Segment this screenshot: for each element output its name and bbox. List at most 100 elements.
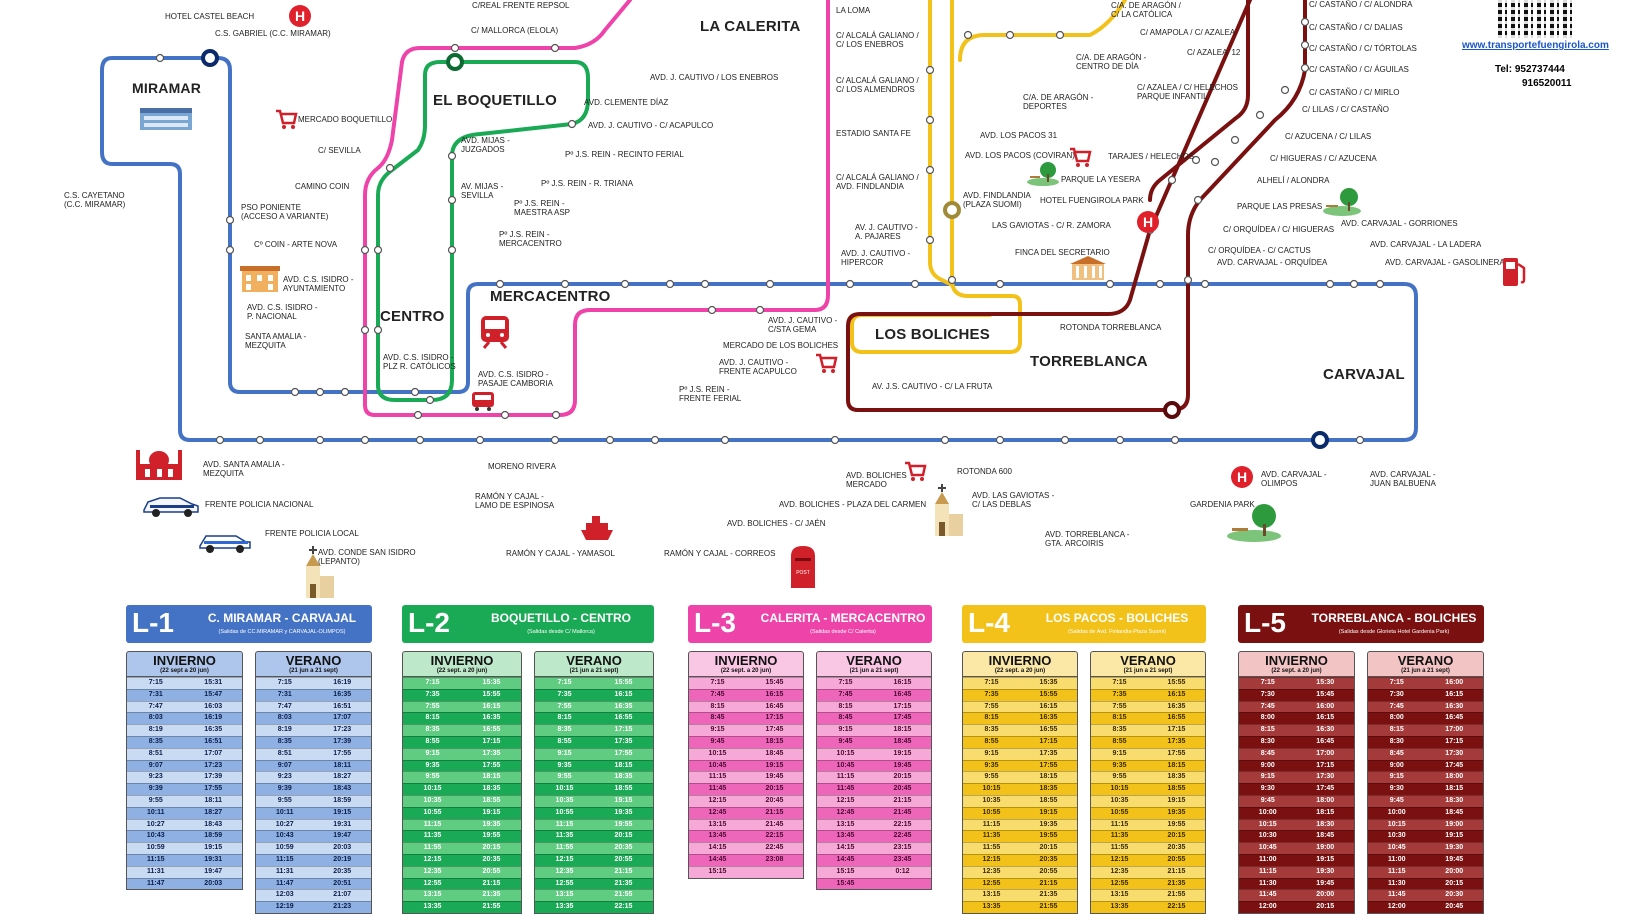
season-label: INVIERNO xyxy=(153,653,216,668)
route-map xyxy=(100,0,1418,449)
departure-time: 16:35 xyxy=(1039,714,1058,722)
line-number: L-2 xyxy=(408,607,450,638)
departure-time: 7:31 xyxy=(277,690,292,698)
line-number: L-4 xyxy=(968,607,1010,638)
line-number: L-3 xyxy=(694,607,736,638)
stop-marker xyxy=(360,245,370,255)
departure-time: 19:55 xyxy=(1039,832,1058,840)
stop-marker xyxy=(605,435,615,445)
departure-time: 7:45 xyxy=(1260,702,1275,710)
departure-time: 8:35 xyxy=(425,726,440,734)
departure-time: 17:35 xyxy=(1039,749,1058,757)
departure-time: 19:45 xyxy=(1445,855,1464,863)
departure-time: 16:30 xyxy=(1316,726,1335,734)
departure-time: 10:45 xyxy=(1387,844,1406,852)
departure-time: 20:03 xyxy=(204,879,223,887)
website-link[interactable]: www.transportefuengirola.com xyxy=(1462,40,1609,51)
departure-time: 8:15 xyxy=(710,702,725,710)
departure-time: 19:00 xyxy=(1316,844,1335,852)
departure-time: 8:55 xyxy=(1112,737,1127,745)
departure-time: 21:15 xyxy=(614,867,633,875)
departure-time: 8:15 xyxy=(425,714,440,722)
stop-label: AVD. J. CAUTIVO / LOS ENEBROS xyxy=(650,73,779,82)
stop-label: C/ ORQUÍDEA / C/ HIGUERAS xyxy=(1223,225,1335,234)
departure-time: 11:15 xyxy=(555,820,574,828)
departure-time: 16:55 xyxy=(614,714,633,722)
city-hall-icon xyxy=(240,266,280,292)
departure-time: 19:35 xyxy=(482,820,501,828)
departure-time: 21:55 xyxy=(614,891,633,899)
departure-time: 20:51 xyxy=(333,879,352,887)
departure-time: 16:00 xyxy=(1445,679,1464,686)
departure-time: 19:31 xyxy=(204,855,223,863)
departure-time: 11:45 xyxy=(836,785,855,793)
departure-time: 16:55 xyxy=(1167,714,1186,722)
departure-time: 21:15 xyxy=(1039,879,1058,887)
departure-time: 18:35 xyxy=(1039,785,1058,793)
departure-time: 11:55 xyxy=(423,844,442,852)
departure-time: 20:15 xyxy=(1445,879,1464,887)
stop-marker xyxy=(550,43,560,53)
line-l2-path xyxy=(376,60,590,402)
stop-label: PARQUE LAS PRESAS xyxy=(1237,202,1323,211)
departure-time: 20:55 xyxy=(482,867,501,875)
gas-station-icon xyxy=(1503,258,1526,286)
departure-time: 17:23 xyxy=(204,761,223,769)
stop-marker xyxy=(1115,435,1125,445)
departure-time: 11:47 xyxy=(275,879,294,887)
season-dates: (21 jun a 21 sept) xyxy=(849,668,899,674)
departure-time: 18:35 xyxy=(1167,773,1186,781)
area-centro: CENTRO xyxy=(380,308,445,325)
departure-time: 11:15 xyxy=(836,773,855,781)
departure-time: 13:35 xyxy=(423,903,442,911)
departure-time: 9:15 xyxy=(984,749,999,757)
departure-time: 14:45 xyxy=(708,855,727,863)
departure-time: 20:15 xyxy=(893,773,912,781)
season-header: VERANO(21 jun a 21 sept) xyxy=(534,651,654,677)
stop-marker xyxy=(1200,279,1210,289)
departure-time: 20:55 xyxy=(1167,855,1186,863)
qr-code-icon[interactable] xyxy=(1498,0,1574,38)
stop-marker xyxy=(1325,279,1335,289)
departure-time: 8:15 xyxy=(1389,726,1404,734)
departure-time: 9:55 xyxy=(148,796,163,804)
departure-time: 8:35 xyxy=(148,737,163,745)
stop-marker xyxy=(255,435,265,445)
departure-time: 16:51 xyxy=(204,737,223,745)
stop-label: AVD. LOS PACOS 31 xyxy=(980,131,1058,140)
departure-time: 16:51 xyxy=(333,702,352,710)
departure-time: 18:43 xyxy=(204,820,223,828)
